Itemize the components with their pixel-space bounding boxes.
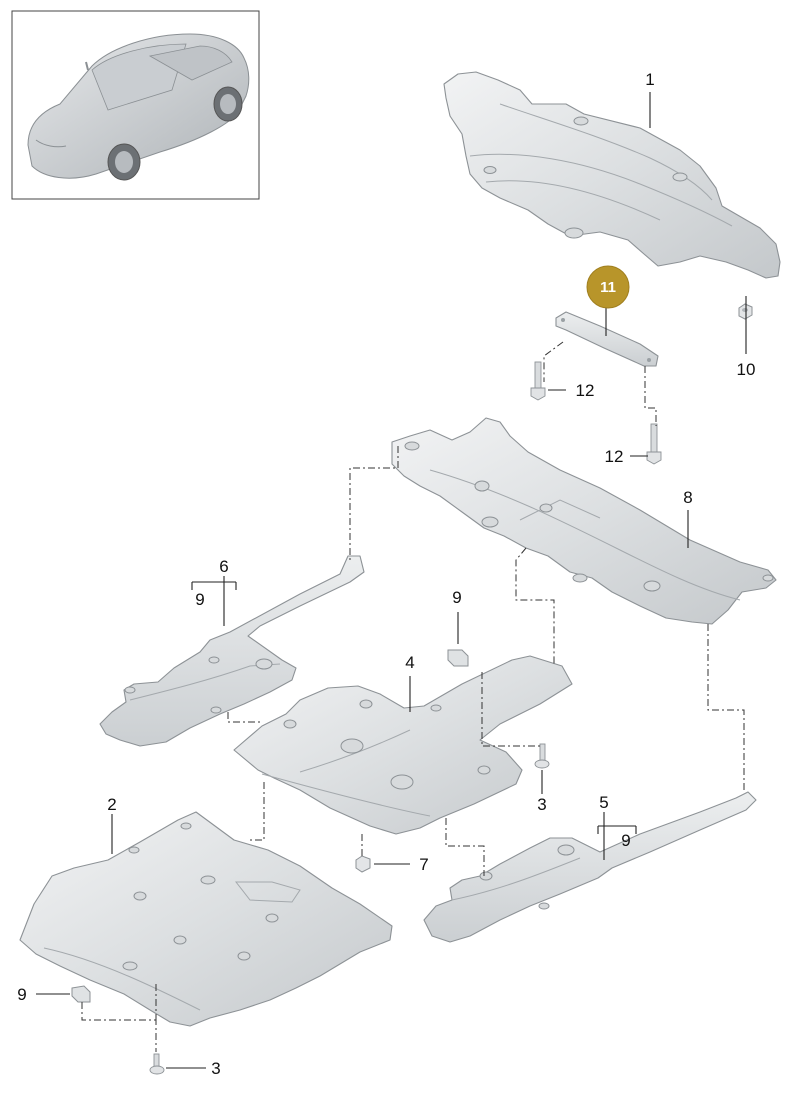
bracket-part-11 [555,311,659,367]
nut-part-7 [355,855,371,873]
callouts: 1 10 12 12 8 6 9 9 4 3 5 9 2 7 9 3 [17,70,755,1078]
screw-part-3-center [534,743,550,769]
callout-7[interactable]: 7 [419,855,428,874]
callout-9-center[interactable]: 9 [452,588,461,607]
callout-5[interactable]: 5 [599,793,608,812]
callout-11-badge[interactable]: 11 [586,265,630,309]
underbody-panel-part-8 [391,417,777,625]
screw-part-3-bottom [149,1053,165,1075]
underbody-panel-part-2 [19,811,393,1027]
callout-3-center[interactable]: 3 [537,795,546,814]
callout-4[interactable]: 4 [405,653,414,672]
assembly-lines [81,341,745,1052]
callout-8[interactable]: 8 [683,488,692,507]
callout-12-upper[interactable]: 12 [576,381,595,400]
bolt-part-12-lower [646,423,662,465]
underbody-panel-part-4 [233,655,573,835]
underbody-panel-part-6 [99,555,365,747]
callout-6[interactable]: 6 [219,557,228,576]
callout-11-label: 11 [600,279,616,296]
callout-9-left[interactable]: 9 [195,590,204,609]
vehicle-thumbnail [11,10,260,200]
clip-part-9-bottom [71,985,91,1003]
callout-1[interactable]: 1 [645,70,654,89]
callout-9-right[interactable]: 9 [621,831,630,850]
clip-part-9-center [447,649,469,667]
callout-12-lower[interactable]: 12 [605,447,624,466]
callout-10[interactable]: 10 [737,360,756,379]
bolt-part-12-upper [530,361,546,401]
car-icon [27,33,250,181]
underbody-panel-part-5 [423,791,757,943]
callout-3-bottom[interactable]: 3 [211,1059,220,1078]
callout-9-bottom[interactable]: 9 [17,985,26,1004]
callout-2[interactable]: 2 [107,795,116,814]
heat-shield-part-1 [443,71,781,279]
